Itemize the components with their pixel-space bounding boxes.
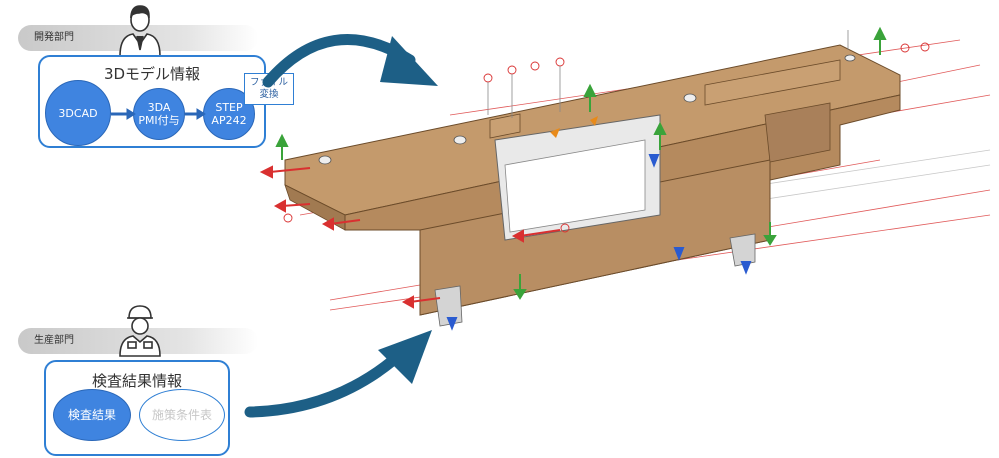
- step-3dcad: 3DCAD: [45, 80, 111, 146]
- prod-dept-label: 生産部門: [34, 335, 74, 346]
- file-conversion-note: ファイル 変換: [244, 73, 294, 105]
- prod-dept-banner: 生産部門: [18, 328, 258, 354]
- 3d-model-info-title: 3Dモデル情報: [103, 65, 201, 83]
- measure-condition-item: 施策条件表: [139, 389, 225, 441]
- step-step-ap242: STEP AP242: [203, 88, 255, 140]
- dev-dept-label: 開発部門: [34, 32, 74, 43]
- dev-dept-banner: 開発部門: [18, 25, 258, 51]
- inspection-result-title: 検査結果情報: [91, 372, 182, 390]
- cad-model-illustration: [259, 26, 991, 331]
- inspection-result-item: 検査結果: [53, 389, 131, 441]
- step-3da-pmi: 3DA PMI付与: [133, 88, 185, 140]
